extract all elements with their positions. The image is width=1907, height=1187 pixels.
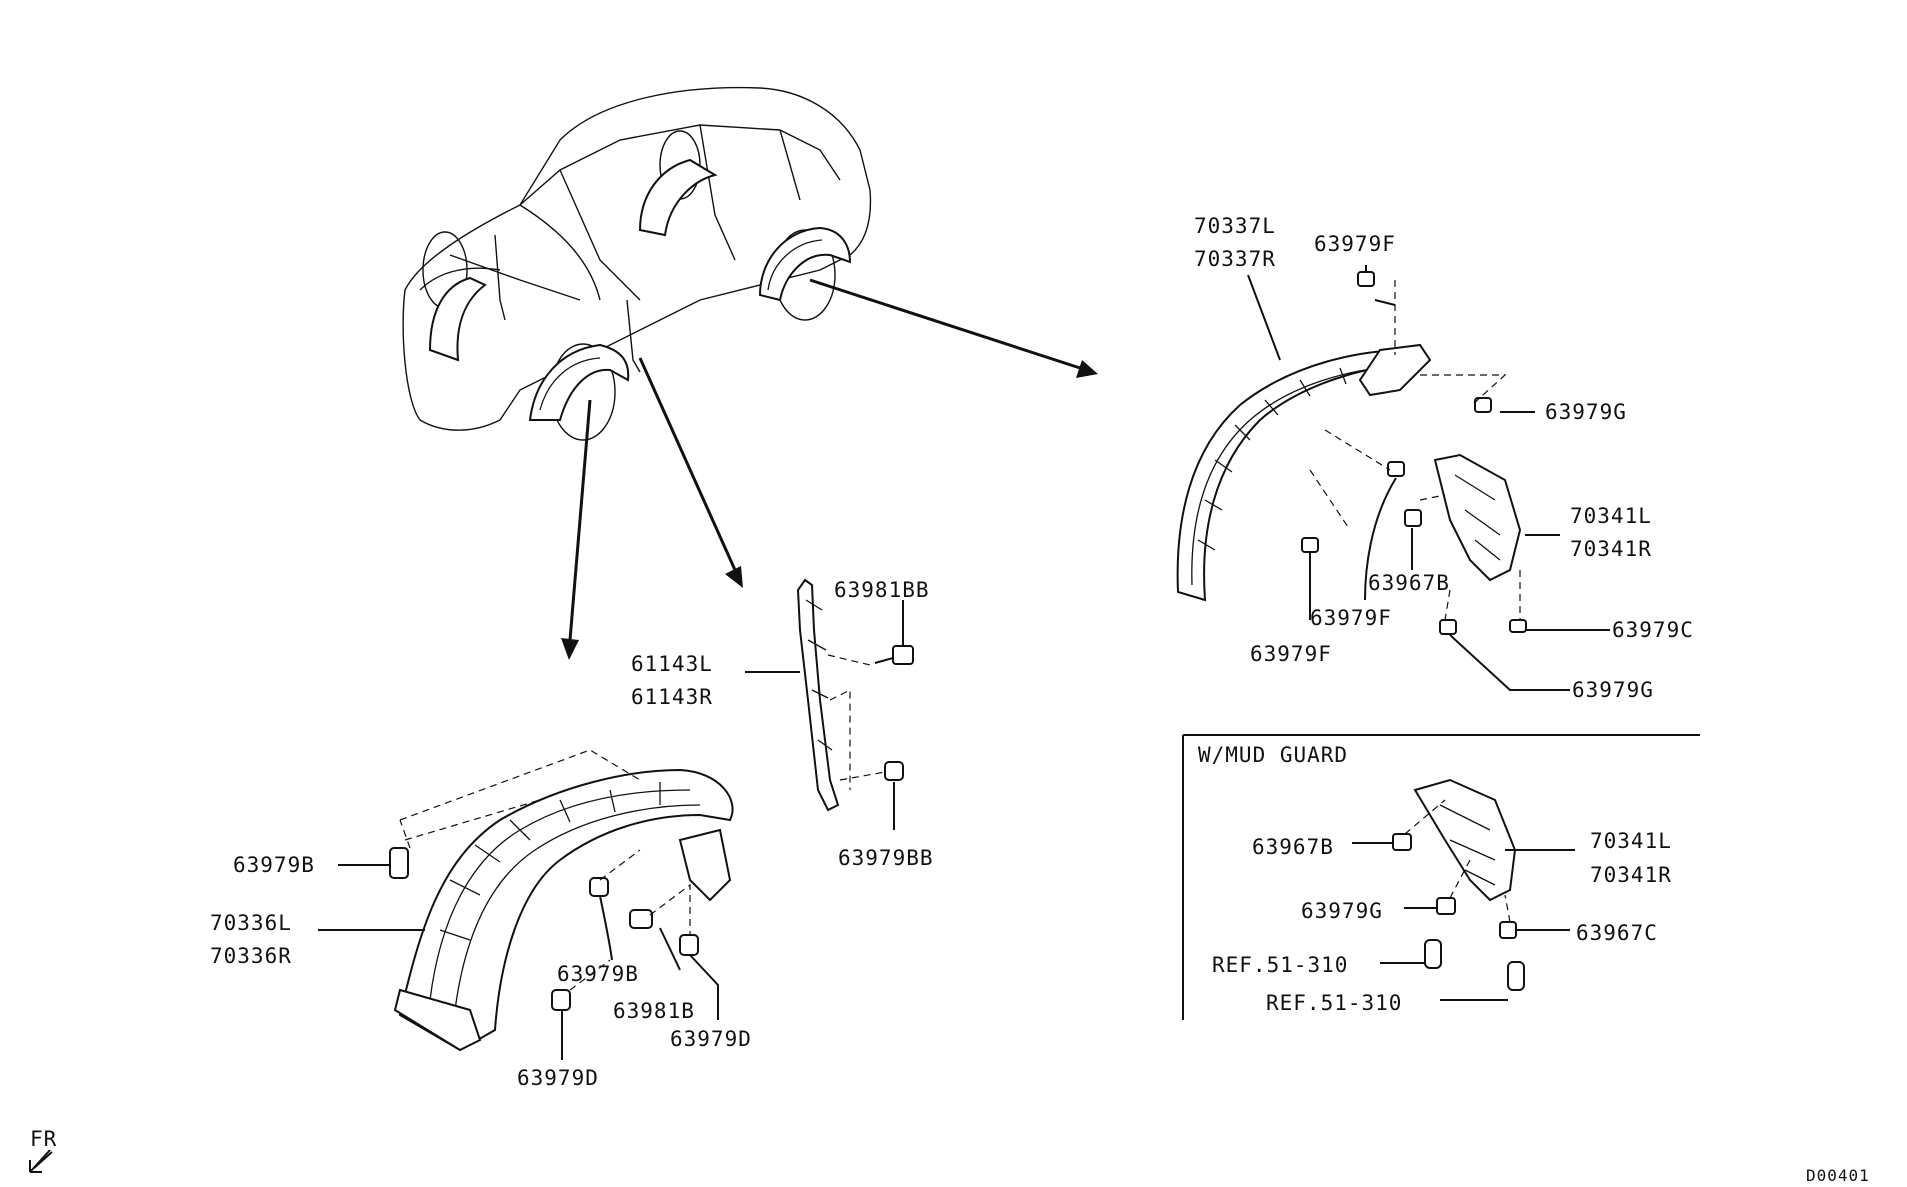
clip-f-top-icon	[1357, 271, 1375, 287]
label-ref-1: REF.51-310	[1212, 953, 1348, 977]
label-63979f-mid: 63979F	[1310, 606, 1392, 630]
label-63979g-right: 63979G	[1545, 400, 1627, 424]
splash-shield-group	[745, 578, 914, 830]
label-63979d-right: 63979D	[670, 1027, 752, 1051]
front-wheel-liner-group	[318, 749, 734, 1060]
clip-d-right-icon	[679, 934, 699, 956]
vehicle-overview	[402, 86, 1098, 660]
clip-g-low-icon	[1439, 619, 1457, 635]
label-63979bb: 63979BB	[838, 846, 934, 870]
label-63979f-low: 63979F	[1250, 642, 1332, 666]
label-70336l: 70336L	[210, 911, 292, 935]
label-63979c: 63979C	[1612, 618, 1694, 642]
inset-title: W/MUD GUARD	[1198, 743, 1348, 767]
bolt-bb-icon	[892, 645, 914, 665]
label-63979d-bottom: 63979D	[517, 1066, 599, 1090]
label-70341r: 70341R	[1570, 537, 1652, 561]
label-70341r-inset: 70341R	[1590, 863, 1672, 887]
inset-nut-b-icon	[1392, 833, 1412, 851]
rear-wheel-liner-group	[1176, 265, 1610, 691]
label-70337r: 70337R	[1194, 247, 1276, 271]
label-63967b-rear: 63967B	[1368, 571, 1450, 595]
label-61143r: 61143R	[631, 685, 713, 709]
clip-bb-icon	[884, 761, 904, 781]
inset-clip-g-icon	[1436, 897, 1456, 915]
label-63981bb: 63981BB	[834, 578, 930, 602]
clip-b-left-icon	[389, 847, 409, 879]
label-70341l-inset: 70341L	[1590, 829, 1672, 853]
label-63967b-inset: 63967B	[1252, 835, 1334, 859]
label-ref-2: REF.51-310	[1266, 991, 1402, 1015]
label-63979g-inset: 63979G	[1301, 899, 1383, 923]
label-63981b: 63981B	[613, 999, 695, 1023]
clip-d-bottom-icon	[551, 989, 571, 1011]
inset-nut-c-icon	[1499, 921, 1517, 939]
label-70336r: 70336R	[210, 944, 292, 968]
clip-c-icon	[1509, 619, 1527, 633]
label-63967c-inset: 63967C	[1576, 921, 1658, 945]
diagram-code: D00401	[1806, 1166, 1870, 1185]
label-70337l: 70337L	[1194, 214, 1276, 238]
nut-b-icon	[1404, 509, 1422, 527]
label-63979b-left: 63979B	[233, 853, 315, 877]
inset-ref-2-icon	[1507, 961, 1525, 991]
label-70341l: 70341L	[1570, 504, 1652, 528]
label-63979b-mid: 63979B	[557, 962, 639, 986]
clip-g-icon	[1474, 397, 1492, 413]
label-63979f-top: 63979F	[1314, 232, 1396, 256]
front-direction-indicator	[29, 1149, 53, 1173]
mud-guard-inset	[1182, 734, 1700, 1020]
callout-labels: 70337L 70337R 63979F 63979G 70341L 70341…	[30, 214, 1870, 1185]
clip-b-mid-icon	[589, 877, 609, 897]
label-63979g-low: 63979G	[1572, 678, 1654, 702]
clip-f-low-icon	[1301, 537, 1319, 553]
bolt-b-icon	[629, 909, 653, 929]
inset-ref-1-icon	[1424, 939, 1442, 969]
fr-label: FR	[30, 1127, 57, 1151]
label-61143l: 61143L	[631, 652, 713, 676]
clip-f-mid-icon	[1387, 461, 1405, 477]
